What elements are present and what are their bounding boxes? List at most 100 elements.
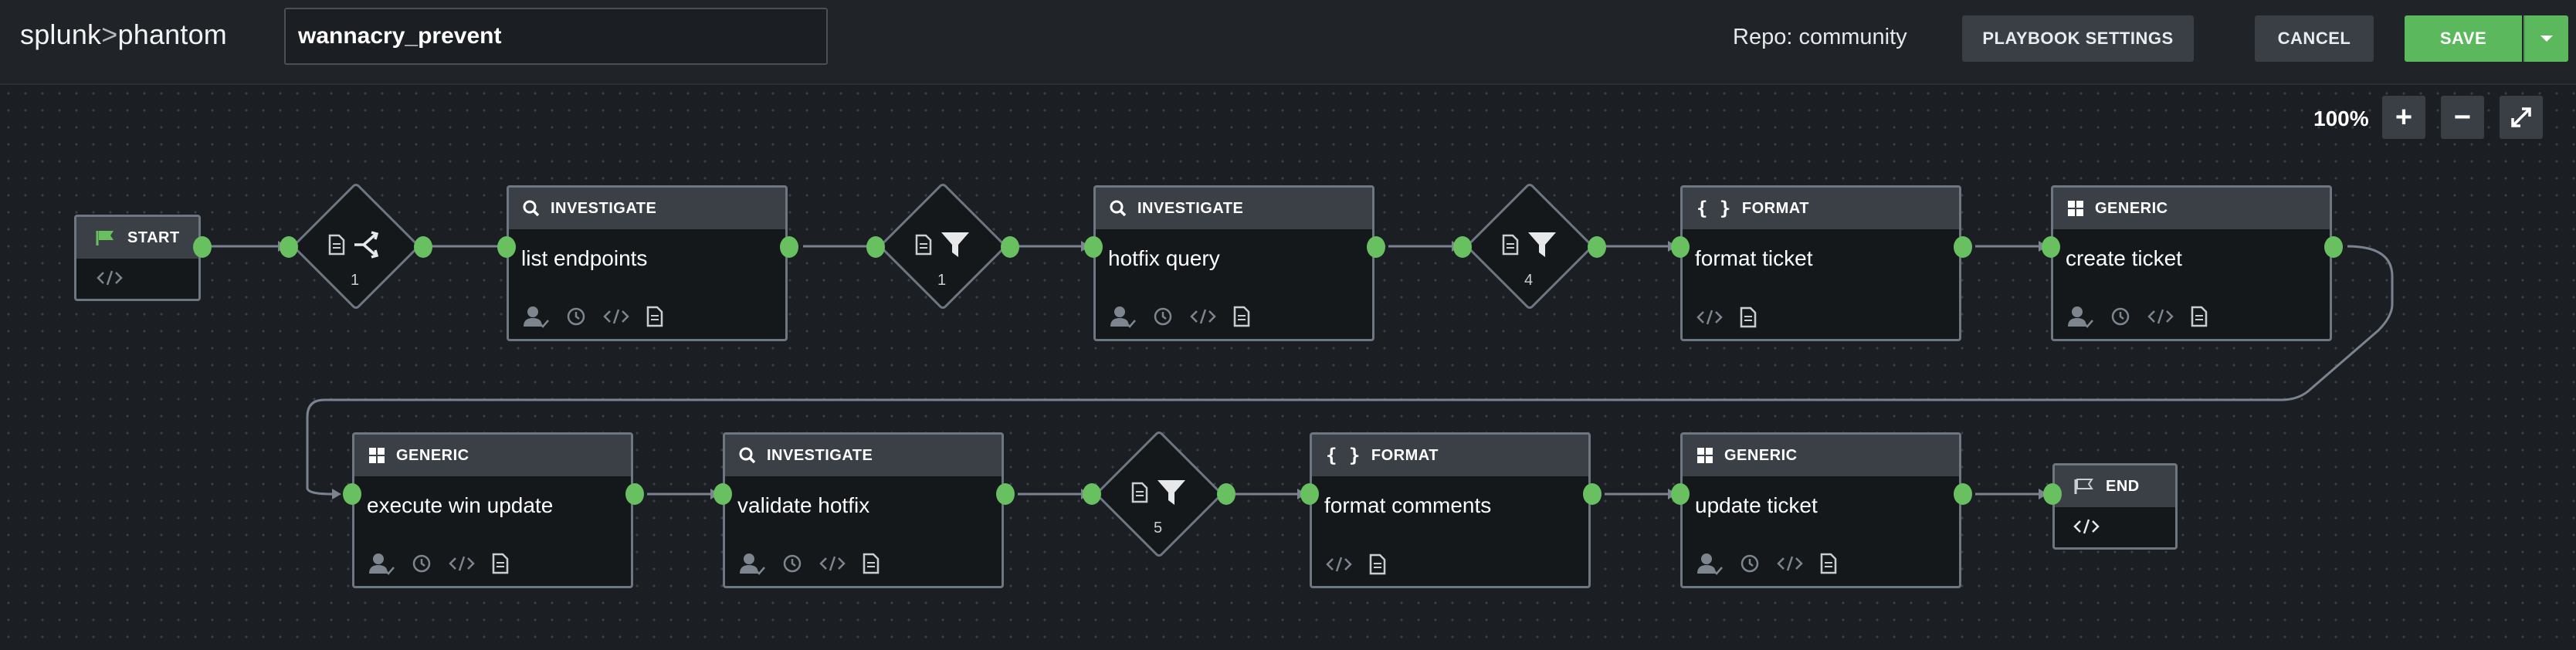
code-icon[interactable] xyxy=(97,269,123,290)
code-icon[interactable] xyxy=(603,308,629,325)
code-icon[interactable] xyxy=(2147,308,2174,325)
clock-icon[interactable] xyxy=(412,554,432,574)
search-icon xyxy=(1110,200,1127,217)
input-port[interactable] xyxy=(1671,483,1690,505)
action-node-execute-win-update[interactable]: GENERIC execute win update xyxy=(352,432,633,588)
zoom-out-button[interactable]: − xyxy=(2441,96,2484,139)
document-icon[interactable] xyxy=(1820,553,1837,574)
node-title: list endpoints xyxy=(521,246,648,270)
filter-output-port[interactable] xyxy=(1588,236,1606,258)
input-port[interactable] xyxy=(343,483,361,505)
node-type-label: INVESTIGATE xyxy=(551,199,657,217)
fit-screen-button[interactable] xyxy=(2500,96,2543,139)
split-input-port[interactable] xyxy=(280,236,298,258)
user-approval-icon[interactable] xyxy=(2067,305,2093,328)
node-type-label: INVESTIGATE xyxy=(767,446,873,464)
code-icon[interactable] xyxy=(449,555,475,572)
split-count: 1 xyxy=(351,272,360,289)
grid-icon xyxy=(1696,447,1713,464)
action-node-hotfix-query[interactable]: INVESTIGATE hotfix query xyxy=(1093,185,1374,341)
node-type-label: GENERIC xyxy=(1724,446,1798,464)
user-approval-icon[interactable] xyxy=(523,305,549,328)
format-node-format-ticket[interactable]: { } FORMAT format ticket xyxy=(1680,185,1961,341)
search-icon xyxy=(739,447,756,464)
document-icon[interactable] xyxy=(2191,306,2208,327)
output-port[interactable] xyxy=(996,483,1015,505)
output-port[interactable] xyxy=(1367,236,1385,258)
document-icon xyxy=(1502,234,1519,259)
action-node-list-endpoints[interactable]: INVESTIGATE list endpoints xyxy=(507,185,788,341)
cancel-button[interactable]: CANCEL xyxy=(2255,15,2374,62)
end-node[interactable]: END xyxy=(2052,463,2178,550)
filter-output-port[interactable] xyxy=(1001,236,1019,258)
action-node-update-ticket[interactable]: GENERIC update ticket xyxy=(1680,432,1961,588)
playbook-name-input[interactable] xyxy=(284,8,828,65)
zoom-in-button[interactable]: + xyxy=(2382,96,2425,139)
node-type-label: FORMAT xyxy=(1371,446,1439,464)
action-node-create-ticket[interactable]: GENERIC create ticket xyxy=(2051,185,2332,341)
clock-icon[interactable] xyxy=(566,306,586,327)
save-options-dropdown[interactable] xyxy=(2523,15,2568,62)
output-port[interactable] xyxy=(2324,236,2343,258)
filter-output-port[interactable] xyxy=(1217,483,1235,505)
user-approval-icon[interactable] xyxy=(1696,552,1723,575)
document-icon xyxy=(328,234,345,259)
clock-icon[interactable] xyxy=(1740,554,1760,574)
code-icon[interactable] xyxy=(819,555,846,572)
flag-icon xyxy=(95,229,117,246)
document-icon[interactable] xyxy=(1233,306,1250,327)
output-port[interactable] xyxy=(625,483,644,505)
node-type-label: GENERIC xyxy=(2095,199,2168,217)
filter-input-port[interactable] xyxy=(1083,483,1101,505)
input-port[interactable] xyxy=(1084,236,1103,258)
format-node-format-comments[interactable]: { } FORMAT format comments xyxy=(1310,432,1591,588)
split-output-port[interactable] xyxy=(414,236,432,258)
document-icon xyxy=(1131,482,1148,507)
code-icon[interactable] xyxy=(1190,308,1216,325)
document-icon[interactable] xyxy=(492,553,509,574)
input-port[interactable] xyxy=(1671,236,1690,258)
start-output-port[interactable] xyxy=(193,236,212,258)
end-input-port[interactable] xyxy=(2043,483,2062,505)
input-port[interactable] xyxy=(713,483,732,505)
search-icon xyxy=(523,200,540,217)
clock-icon[interactable] xyxy=(2110,306,2130,327)
save-button[interactable]: SAVE xyxy=(2405,15,2522,62)
document-icon[interactable] xyxy=(646,306,663,327)
playbook-settings-button[interactable]: PLAYBOOK SETTINGS xyxy=(1962,15,2194,62)
action-node-validate-hotfix[interactable]: INVESTIGATE validate hotfix xyxy=(723,432,1004,588)
code-icon[interactable] xyxy=(1777,555,1803,572)
code-icon[interactable] xyxy=(2073,518,2100,539)
filter-input-port[interactable] xyxy=(866,236,885,258)
input-port[interactable] xyxy=(2042,236,2060,258)
user-approval-icon[interactable] xyxy=(1110,305,1136,328)
output-port[interactable] xyxy=(1954,483,1972,505)
output-port[interactable] xyxy=(780,236,798,258)
filter-icon xyxy=(1527,229,1557,264)
user-approval-icon[interactable] xyxy=(739,552,765,575)
start-node[interactable]: START xyxy=(74,215,201,301)
top-bar: splunk>phantom Repo: community PLAYBOOK … xyxy=(0,0,2576,85)
code-icon[interactable] xyxy=(1696,309,1723,326)
output-port[interactable] xyxy=(1583,483,1602,505)
node-type-label: INVESTIGATE xyxy=(1137,199,1244,217)
flag-icon xyxy=(2073,478,2095,495)
clock-icon[interactable] xyxy=(1153,306,1173,327)
repo-label: Repo: community xyxy=(1733,25,1907,49)
document-icon[interactable] xyxy=(1740,306,1757,328)
expand-icon xyxy=(2511,107,2531,127)
document-icon[interactable] xyxy=(1369,554,1386,575)
filter-count: 4 xyxy=(1524,272,1534,289)
node-title: format ticket xyxy=(1695,246,1813,270)
input-port[interactable] xyxy=(1300,483,1319,505)
grid-icon xyxy=(2067,200,2084,217)
input-port[interactable] xyxy=(497,236,516,258)
output-port[interactable] xyxy=(1954,236,1972,258)
braces-icon: { } xyxy=(1326,445,1361,466)
code-icon[interactable] xyxy=(1326,556,1352,573)
filter-input-port[interactable] xyxy=(1453,236,1472,258)
document-icon[interactable] xyxy=(863,553,880,574)
clock-icon[interactable] xyxy=(782,554,802,574)
user-approval-icon[interactable] xyxy=(368,552,395,575)
filter-icon xyxy=(1156,477,1187,512)
